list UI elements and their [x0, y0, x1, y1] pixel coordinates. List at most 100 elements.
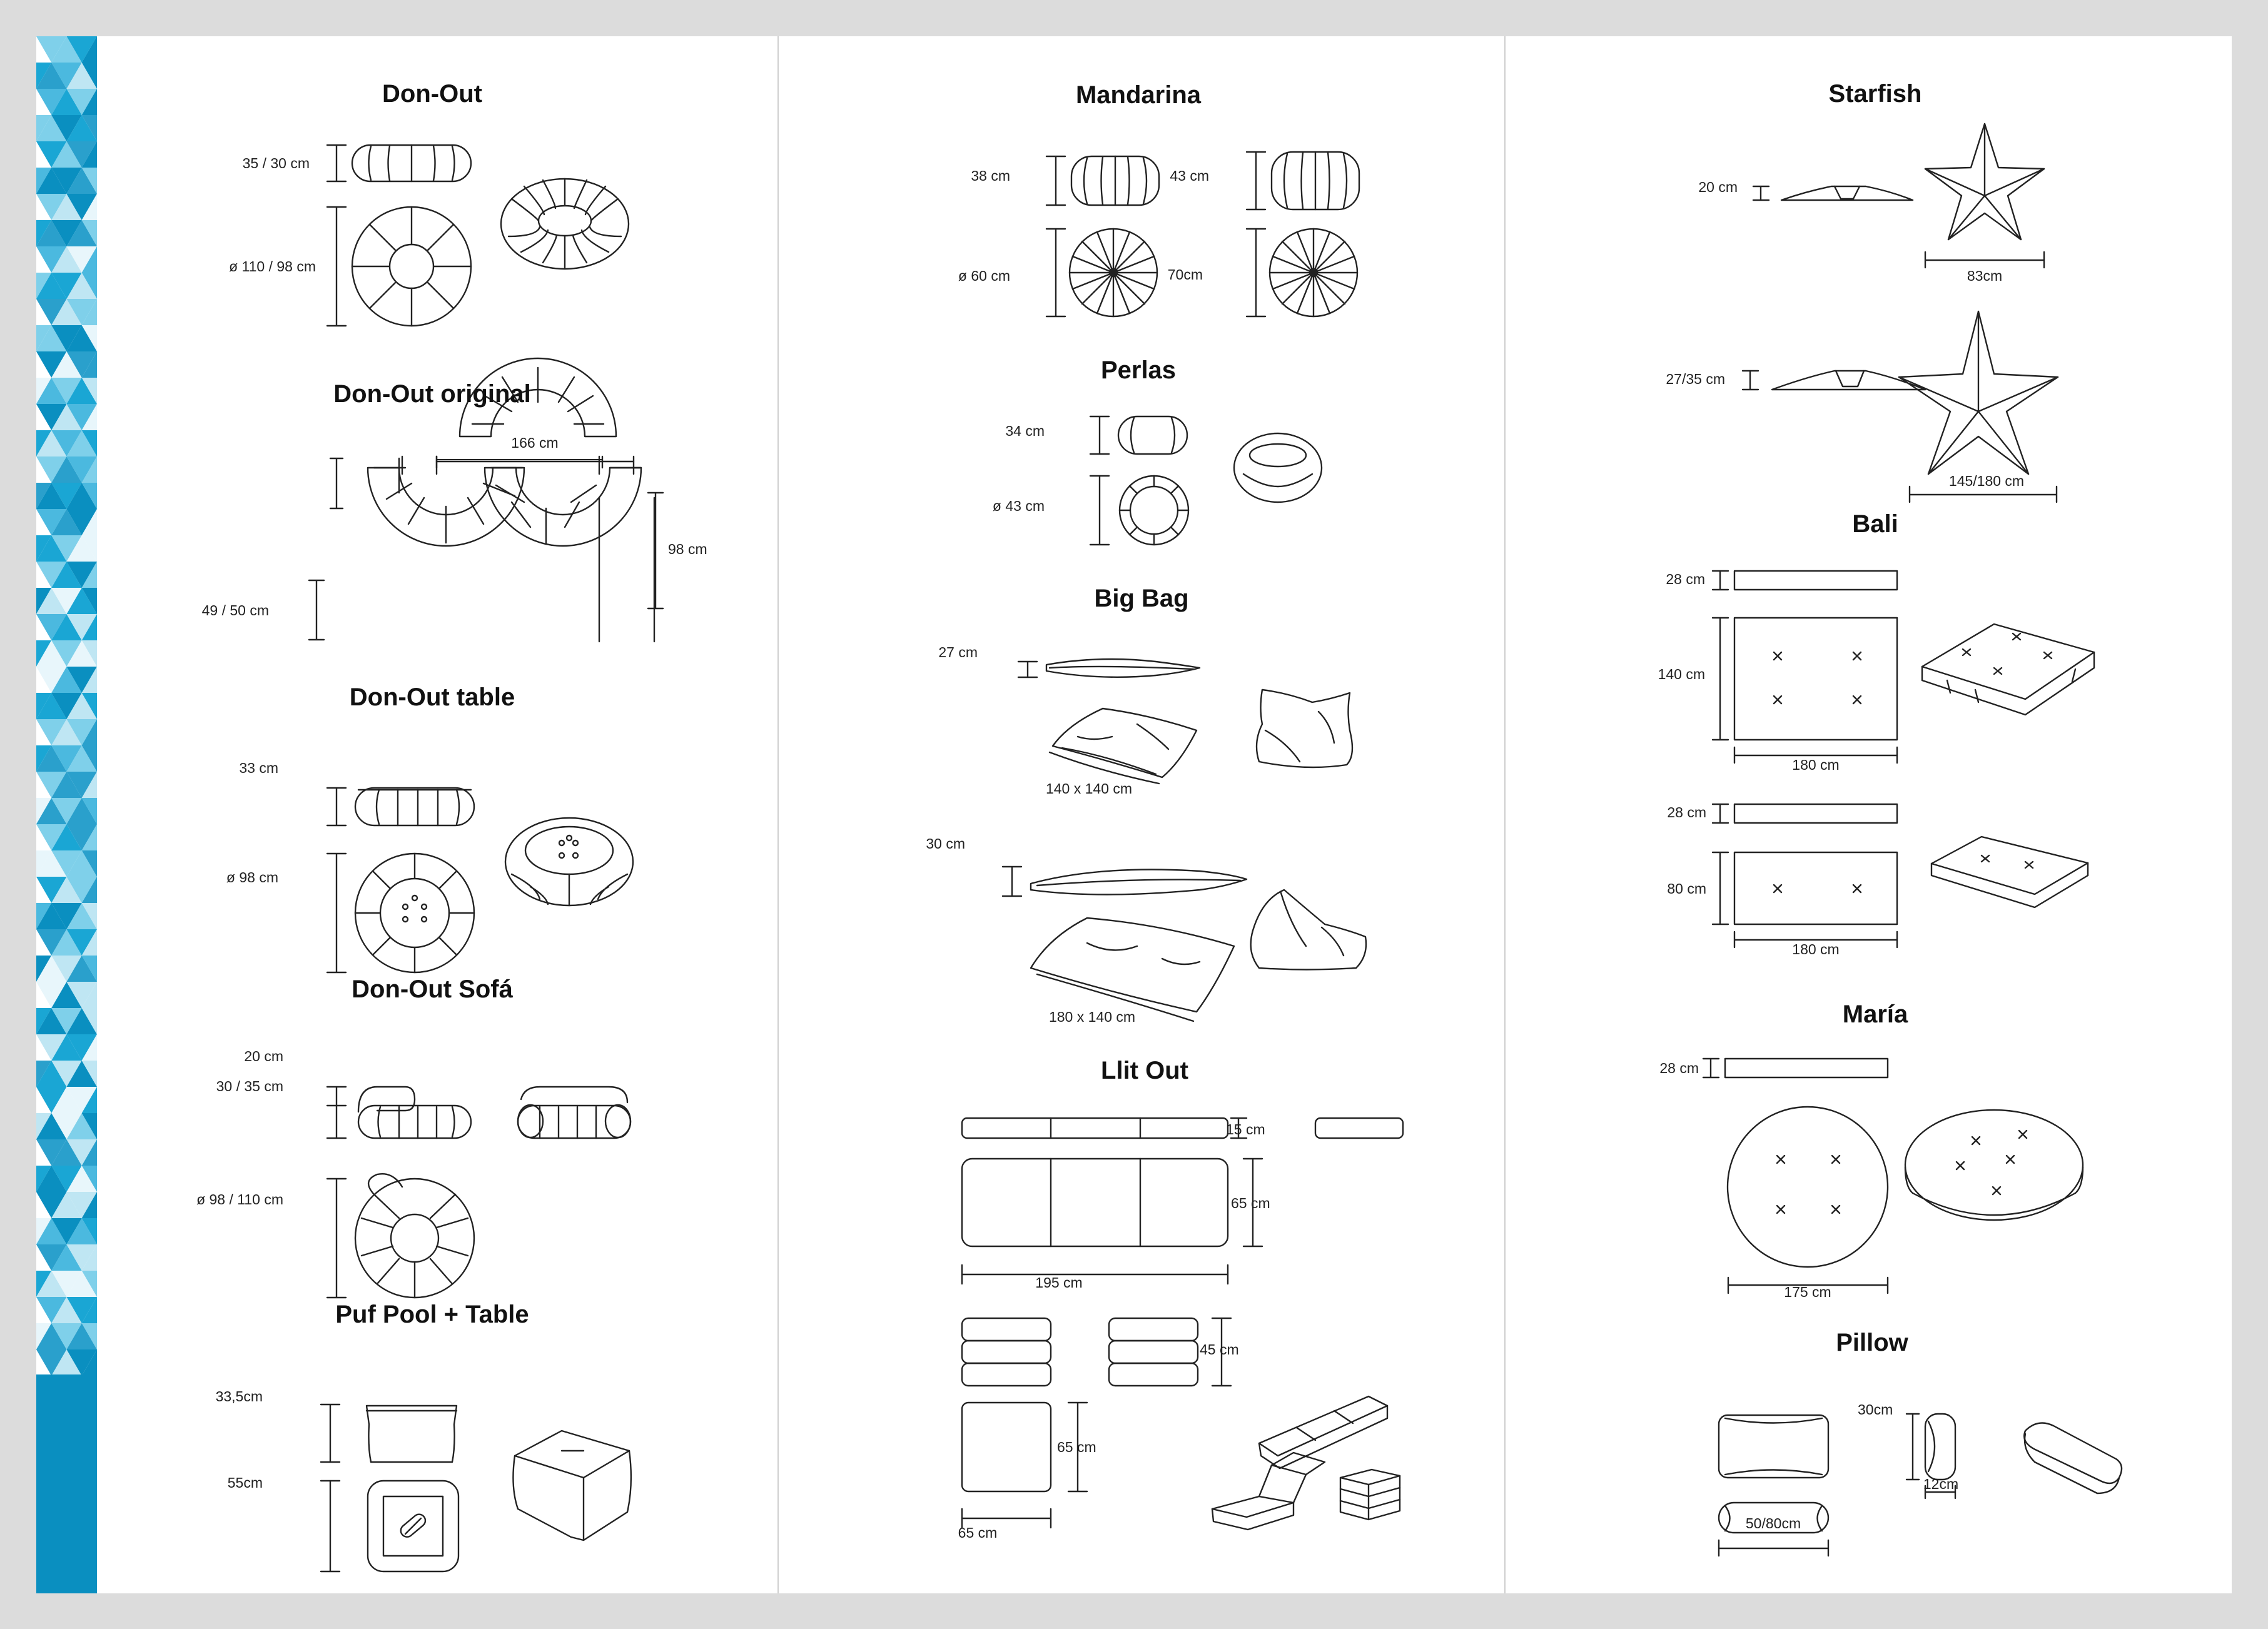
bali-top-1 [1711, 617, 1898, 764]
don-out-table-perspective [504, 817, 634, 907]
product-title-pillow: Pillow [1836, 1329, 1908, 1356]
mandarina-top-1 [1045, 228, 1158, 318]
product-title-don-out-sofa: Don-Out Sofá [352, 976, 513, 1003]
dim-label: 140 x 140 cm [1045, 780, 1133, 797]
dim-label: 70cm [1167, 266, 1203, 283]
llit-out-perspective-2 [1211, 1451, 1326, 1531]
product-title-maria: María [1842, 1001, 1908, 1028]
mandarina-side-2 [1245, 151, 1360, 211]
mandarina-top-2 [1245, 228, 1359, 318]
dim-label: ø 43 cm [992, 498, 1045, 514]
dim-label: 15 cm [1226, 1121, 1265, 1137]
bali-top-2 [1711, 851, 1898, 949]
catalog-page: Don-Out 35 / 30 cm ø 110 / 98 cm Don-Out… [36, 36, 2232, 1593]
llit-out-perspective-1 [1258, 1395, 1389, 1470]
big-bag-small-top [1048, 707, 1198, 785]
dim-label: 180 cm [1792, 757, 1840, 773]
llit-out-stack-1 [961, 1317, 1052, 1387]
pillow-side [1905, 1413, 1957, 1500]
llit-out-stack-2 [1108, 1317, 1232, 1387]
big-bag-large-top [1030, 917, 1235, 1022]
dim-label: 175 cm [1784, 1284, 1831, 1300]
don-out-top-view [326, 206, 472, 327]
maria-top [1726, 1106, 1889, 1294]
llit-out-top [961, 1157, 1263, 1285]
product-title-perlas: Perlas [1100, 356, 1177, 384]
pillow-perspective [2023, 1422, 2123, 1495]
maria-side [1702, 1057, 1889, 1079]
dim-label: 20 cm [1698, 179, 1738, 195]
product-title-bali: Bali [1852, 510, 1898, 538]
dim-label: 33,5cm [215, 1388, 263, 1405]
product-title-starfish: Starfish [1828, 80, 1922, 108]
pillow-top [1718, 1414, 1830, 1479]
big-bag-small-perspective [1255, 688, 1354, 769]
dim-label: ø 110 / 98 cm [229, 258, 316, 275]
dim-label: ø 98 cm [226, 869, 278, 885]
perlas-top [1089, 475, 1190, 546]
perlas-side [1089, 415, 1188, 455]
dim-label: 35 / 30 cm [242, 155, 310, 171]
product-title-llit-out: Llit Out [1101, 1057, 1188, 1084]
don-out-side-view [326, 144, 472, 183]
bali-side-2 [1711, 803, 1898, 824]
big-bag-large-side [1001, 865, 1248, 897]
dim-label: 145/180 cm [1948, 473, 2025, 489]
product-drawings [308, 123, 2123, 1573]
don-out-sofa-side [326, 1086, 472, 1139]
dim-label: 65 cm [958, 1525, 998, 1541]
mandarina-side-1 [1045, 155, 1160, 206]
starfish-top-2 [1898, 310, 2059, 503]
perlas-perspective [1233, 432, 1323, 503]
dim-label: 55cm [227, 1475, 263, 1491]
puf-pool-top [320, 1480, 460, 1573]
don-out-perspective [500, 178, 630, 270]
don-out-original-dimensions [308, 455, 664, 641]
dim-label: 28 cm [1666, 571, 1705, 587]
dim-label: 28 cm [1667, 804, 1706, 820]
dim-label: ø 98 / 110 cm [196, 1191, 283, 1208]
starfish-top-1 [1924, 123, 2045, 269]
big-bag-large-perspective [1250, 889, 1367, 971]
dim-label: 43 cm [1170, 168, 1209, 184]
dim-label: 27 cm [938, 644, 978, 660]
puf-pool-perspective [512, 1430, 632, 1541]
dim-label: 30 cm [926, 835, 965, 852]
dim-label: 166 cm [511, 435, 559, 451]
column-divider [1504, 36, 1506, 1593]
dim-label: 180 cm [1792, 941, 1840, 957]
don-out-table-side [326, 787, 475, 827]
column-divider [777, 36, 779, 1593]
don-out-sofa-top [326, 1173, 475, 1299]
dim-label: 65 cm [1231, 1195, 1270, 1211]
dim-label: 49 / 50 cm [201, 602, 269, 618]
dim-label: 34 cm [1005, 423, 1045, 439]
bali-perspective-1 [1921, 623, 2095, 716]
dim-label: 12cm [1923, 1476, 1959, 1492]
dim-label: 38 cm [971, 168, 1010, 184]
decorative-triangle-strip [36, 36, 97, 1593]
starfish-side-2 [1741, 370, 1926, 391]
dim-label: 33 cm [239, 760, 278, 776]
dim-label: 180 x 140 cm [1048, 1009, 1136, 1025]
llit-out-perspective-3 [1339, 1468, 1401, 1521]
pillow-roll [1718, 1501, 1830, 1557]
dim-label: 30cm [1858, 1401, 1893, 1418]
dim-label: 195 cm [1035, 1274, 1083, 1291]
don-out-sofa-front [517, 1086, 632, 1139]
product-title-don-out-table: Don-Out table [349, 683, 515, 711]
dim-label: 80 cm [1667, 880, 1706, 897]
dim-label: 65 cm [1057, 1439, 1096, 1455]
product-title-don-out: Don-Out [382, 80, 482, 108]
product-title-big-bag: Big Bag [1094, 585, 1189, 612]
dim-label: 83cm [1967, 268, 2003, 284]
starfish-side-1 [1752, 185, 1914, 201]
product-title-mandarina: Mandarina [1075, 81, 1202, 109]
bali-perspective-2 [1930, 835, 2089, 909]
dim-label: ø 60 cm [958, 268, 1010, 284]
puf-pool-side [320, 1403, 458, 1463]
dim-label: 28 cm [1659, 1060, 1699, 1076]
dim-label: 45 cm [1200, 1341, 1239, 1358]
bali-side-1 [1711, 570, 1898, 591]
don-out-original-drawing [329, 357, 656, 643]
